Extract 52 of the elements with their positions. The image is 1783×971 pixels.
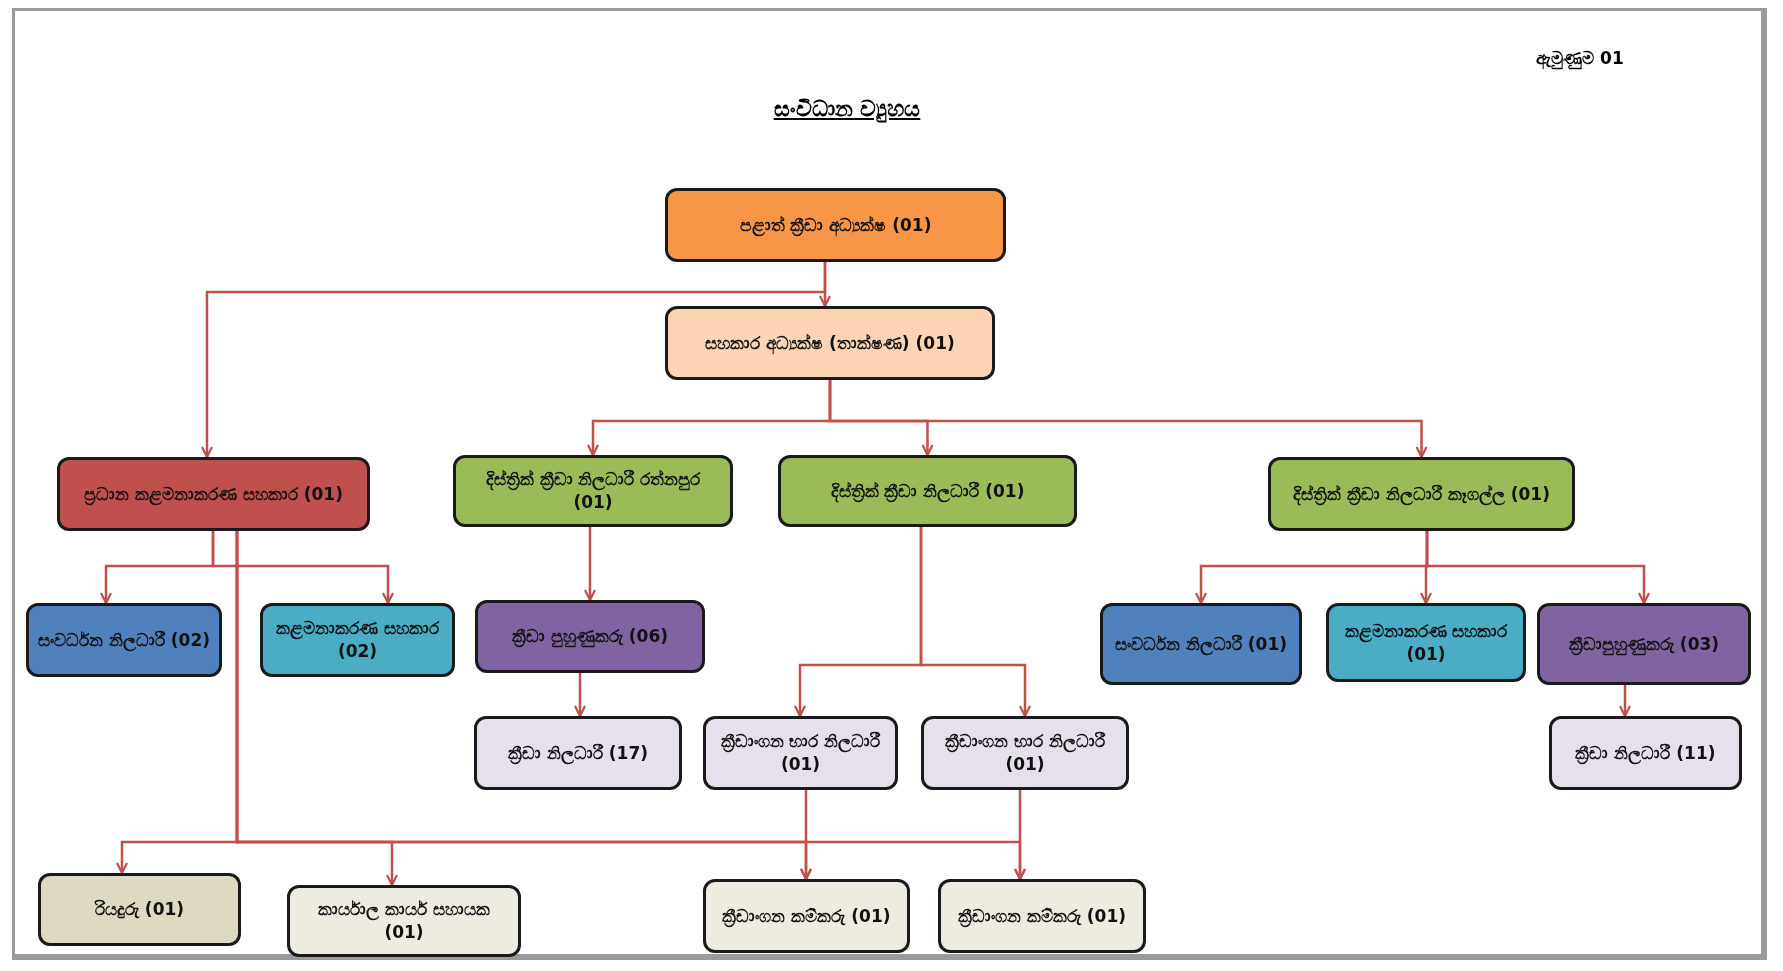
diagram-title: සංවිධාන ව්‍යුහය	[772, 96, 922, 121]
connector-arrow	[1013, 790, 1027, 881]
position-title: ප්‍රධාන කළමනාකරණ සහකාර (01)	[84, 482, 343, 506]
connector-arrow	[828, 380, 1428, 459]
position-box	[1100, 603, 1302, 685]
connector-arrow	[200, 262, 827, 459]
position-box	[453, 455, 733, 527]
position-box	[287, 885, 521, 957]
position-title: සහකාර අධ්‍යක්ෂ (තාක්ෂණ) (01)	[705, 331, 955, 355]
connector-arrow	[211, 531, 395, 605]
position-box	[778, 455, 1077, 527]
connector-arrow	[1425, 531, 1651, 605]
position-title: දිස්ත්‍රික් ක්‍රීඩා නිලධාරී කෑගල්ල (01)	[1293, 482, 1550, 506]
position-title: ක්‍රීඩාංගන කම්කරු (01)	[957, 904, 1126, 928]
position-box	[665, 188, 1006, 262]
position-title: දිස්ත්‍රික් ක්‍රීඩා නිලධාරී රත්නපුර (01)	[484, 468, 702, 514]
position-title: ක්‍රීඩා පුහුණුකරු (06)	[511, 625, 668, 648]
position-title: පළාත් ක්‍රීඩා අධ්‍යක්ෂ (01)	[739, 213, 932, 237]
position-title: සංවර්ධන නිලධාරී (01)	[1114, 632, 1287, 656]
position-box	[921, 716, 1129, 790]
connector-arrow	[919, 527, 1032, 718]
position-title: රියදුරු (01)	[94, 898, 185, 921]
position-box	[703, 716, 898, 790]
connector-arrow	[799, 790, 813, 881]
position-title: කාර්යාල කාර්ය සහායක (01)	[317, 898, 491, 944]
position-box	[1537, 603, 1751, 685]
position-box	[1326, 603, 1526, 682]
annex-number: ඇමුණුම 01	[1535, 48, 1625, 68]
connector-arrow	[583, 527, 597, 602]
position-title: සංවර්ධන නිලධාරී (02)	[37, 628, 210, 652]
position-title: දිස්ත්‍රික් ක්‍රීඩා නිලධාරී (01)	[830, 479, 1025, 503]
connector-arrow	[1618, 685, 1632, 718]
position-box	[474, 716, 682, 790]
position-box	[938, 879, 1146, 953]
position-box	[26, 603, 222, 677]
position-box	[1549, 716, 1742, 790]
position-box	[38, 873, 241, 946]
position-title: ක්‍රීඩාංගන භාර නිලධාරී (01)	[719, 730, 882, 776]
position-box	[475, 600, 705, 673]
connector-arrow	[573, 673, 587, 718]
position-box	[57, 457, 370, 531]
position-title: ක්‍රීඩාපුහුණුකරු (03)	[1568, 632, 1720, 656]
position-title: ක්‍රීඩාංගන භාර නිලධාරී (01)	[944, 730, 1106, 776]
position-title: ක්‍රීඩාංගන කම්කරු (01)	[722, 904, 891, 928]
position-box	[665, 306, 995, 380]
position-box	[703, 879, 910, 953]
position-title: කළමනාකරණ සහකාර (01)	[1343, 619, 1509, 666]
position-title: ක්‍රීඩා නිලධාරී (11)	[1575, 741, 1716, 765]
position-box	[260, 603, 455, 677]
position-box	[1268, 457, 1575, 531]
position-title: ක්‍රීඩා නිලධාරී (17)	[507, 741, 648, 765]
position-title: කළමනාකරණ සහකාර (02)	[275, 617, 440, 663]
